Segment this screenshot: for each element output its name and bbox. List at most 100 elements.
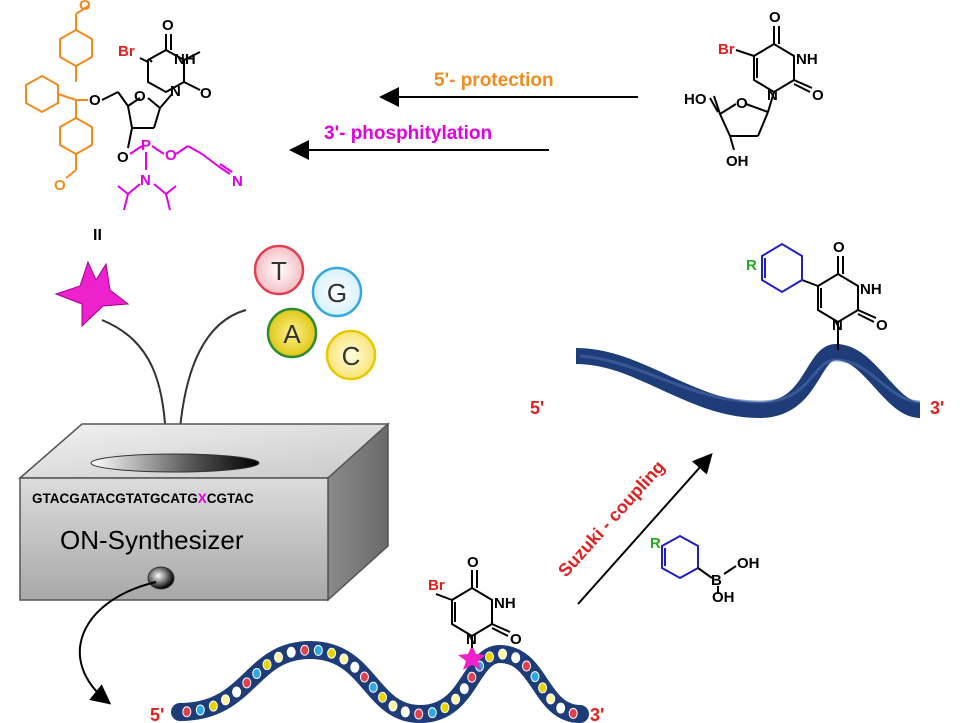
cyanoethyl-o: O [165,147,177,164]
bromine-oligo: Br [428,577,445,594]
synthesizer-slot [90,453,260,473]
oligo-bead [286,646,296,658]
oligo-bead [556,702,566,714]
base-t-letter: T [271,256,287,286]
suzuki-arrow [577,453,713,605]
suzuki-step: Suzuki - coupling [554,453,713,605]
base-c-letter: C [342,341,361,371]
oligo-bead [530,671,540,683]
oligo-bead [232,686,242,698]
oligo-bead [485,651,494,663]
compound-label: II [93,227,102,244]
oligo-5-prime: 5' [150,705,164,723]
o4-brdu: O [736,95,748,112]
synthesizer-outlet [147,566,175,590]
arylated-oligo: 5' 3' [530,343,944,419]
protection-step: 5'- protection [379,70,638,107]
c2-o-ii: O [200,85,212,102]
nh-product: NH [860,281,882,298]
n1-atom-ii: N [170,83,181,100]
oligo-bead [242,677,252,689]
outlet-arrow [79,581,157,705]
base-g-letter: G [327,278,347,308]
oligo-bead [208,700,218,712]
oligo-bead [522,660,531,672]
oligo-beads [182,644,578,720]
br-bond-ii [139,57,149,63]
base-c: C [325,329,377,381]
oligo-bead [252,668,262,679]
oligo-label-star [458,645,486,670]
c4-o-oligo: O [467,554,479,571]
oligo-ribbon [171,640,589,723]
o4-atom-ii: O [134,88,146,105]
aryl-uracil-product: R O NH O N [746,239,888,350]
modified-oligo: 5' 3' [150,640,604,723]
base-a-letter: A [283,319,301,349]
fluorescent-star [54,260,130,328]
oligo-bead [350,661,360,673]
c2-o-brdu: O [812,87,824,104]
oligo-bead [440,702,450,714]
oligo-bead [400,706,410,718]
nitrile-n: N [232,173,243,190]
c2-o-product: O [876,317,888,334]
bromine-brdu: Br [718,41,735,58]
bromouracil-on-oligo: Br O NH O N [428,554,522,648]
oligo-bead [195,704,205,716]
nh-atom-ii: NH [174,51,196,68]
nh-oligo: NH [494,595,516,612]
c5-bond-brdu [709,97,719,113]
product-5-prime: 5' [530,398,544,418]
sequence-text: GTACGATACGTATGCATGXCGTAC [32,491,254,506]
suzuki-label: Suzuki - coupling [554,457,669,581]
synthesizer-box: GTACGATACGTATGCATGXCGTAC ON-Synthesizer [17,422,390,602]
o3-atom-ii: O [117,149,129,166]
base-g: G [311,266,363,318]
phosphoramidite-group [117,145,233,211]
boronic-oh-2: OH [712,589,735,606]
c4-o-ii: O [162,17,174,34]
product-aryl-ring [761,242,803,294]
bromodeoxyuridine-structure: Br O NH O N O HO OH [684,9,824,170]
oligo-bead [467,671,477,683]
oligo-bead [339,653,349,665]
oligo-bead [459,683,469,695]
oligo-bead [221,694,230,706]
nh-brdu: NH [796,51,818,68]
c4-o-product: O [833,239,845,256]
protection-label: 5'- protection [434,70,554,91]
ho5-brdu: HO [684,91,707,108]
n1-oligo: N [466,631,477,648]
oligo-bead [274,651,283,663]
oligo-3-prime: 3' [590,705,604,723]
oligo-bead [388,700,398,712]
oligo-bead [498,648,508,660]
oligo-bead [327,647,337,659]
o5-atom: O [89,92,101,109]
arylboronic-acid: R B OH OH [650,534,760,606]
boronic-oh-1: OH [737,555,760,572]
synthesizer-label: ON-Synthesizer [60,525,244,555]
c2-o-oligo: O [510,631,522,648]
n1-product: N [832,317,843,334]
oligo-bead [182,706,192,718]
base-a: A [266,307,318,359]
diisopropylamine-n: N [140,172,151,189]
oligo-bead [511,652,521,664]
oligo-bead [427,707,437,719]
oh3-brdu: OH [726,153,749,170]
oligo-bead [538,682,548,694]
c4-o-brdu: O [769,9,781,26]
oligo-bead [313,644,323,656]
dmt-methoxy-top-o: O [79,0,91,14]
dmt-methoxy-bottom-o: O [54,177,66,194]
boron-atom: B [711,572,722,589]
product-3-prime: 3' [930,398,944,418]
base-t: T [253,244,305,296]
oligo-bead [359,671,369,683]
phosphitylation-label: 3'- phosphitylation [324,123,492,144]
oligo-bead [546,693,556,705]
